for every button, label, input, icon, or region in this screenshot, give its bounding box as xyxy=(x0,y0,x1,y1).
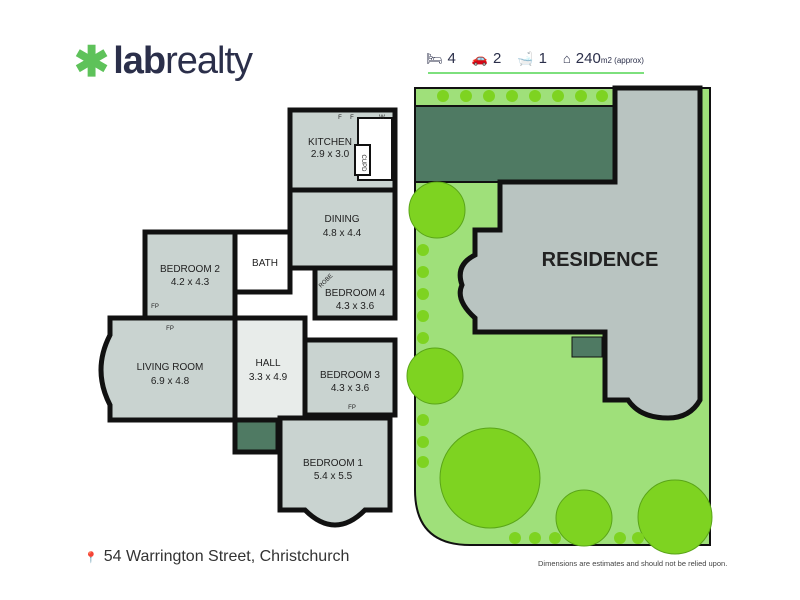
logo-mark-icon: ✱ xyxy=(74,37,110,85)
location-pin-icon: 📍 xyxy=(84,552,98,564)
stats-underline xyxy=(428,72,644,74)
dining-label: DINING xyxy=(325,214,360,225)
bed-icon: 🛏 xyxy=(426,51,443,66)
tree xyxy=(637,479,713,555)
garage-step xyxy=(571,336,603,358)
cupboard xyxy=(354,144,371,176)
bedroom-4-label: BEDROOM 4 xyxy=(325,288,385,299)
room-bedroom-2 xyxy=(142,229,238,321)
tree xyxy=(555,489,613,547)
fixture-labels: CUPD ROBE FP FP FP F F W xyxy=(151,115,385,411)
tree xyxy=(439,427,541,529)
hedge-area xyxy=(414,105,616,183)
cupboard-label: CUPD xyxy=(360,154,366,172)
bedroom-4-size: 4.3 x 3.6 xyxy=(336,301,375,312)
room-dining xyxy=(287,187,398,271)
room-bath xyxy=(232,229,293,295)
hedge-shrubs xyxy=(417,90,644,544)
bedroom-1-label: BEDROOM 1 xyxy=(303,458,363,469)
tree xyxy=(408,181,466,239)
address: 📍54 Warrington Street, Christchurch xyxy=(84,548,350,565)
living-size: 6.9 x 4.8 xyxy=(151,376,190,387)
room-labels: KITCHEN 2.9 x 3.0 DINING 4.8 x 4.4 BEDRO… xyxy=(137,137,386,482)
property-stats: 🛏4 🚗2 🛁1 ⌂240m2 (approx) xyxy=(426,50,644,67)
kitchen-size: 2.9 x 3.0 xyxy=(311,149,350,160)
house-plan xyxy=(98,107,398,528)
room-bedroom-1 xyxy=(277,415,393,528)
room-bedroom-3 xyxy=(302,337,398,418)
bath-label: BATH xyxy=(252,258,278,269)
logo-text-bold: lab xyxy=(113,40,166,82)
bath-icon: 🛁 xyxy=(517,51,534,66)
bedroom-3-label: BEDROOM 3 xyxy=(320,370,380,381)
hall-size: 3.3 x 4.9 xyxy=(249,372,288,383)
washer-label: W xyxy=(379,115,385,121)
trees xyxy=(406,181,713,555)
tree xyxy=(406,347,464,405)
bedrooms-stat: 🛏4 xyxy=(426,50,456,67)
bedroom-2-label: BEDROOM 2 xyxy=(160,264,220,275)
bedroom-2-size: 4.2 x 4.3 xyxy=(171,277,210,288)
room-hall xyxy=(232,315,308,423)
room-bedroom-4 xyxy=(312,265,398,321)
residence-label: RESIDENCE xyxy=(542,249,659,271)
dining-size: 4.8 x 4.4 xyxy=(323,228,362,239)
area-stat: ⌂240m2 (approx) xyxy=(562,50,644,67)
hall-label: HALL xyxy=(255,358,280,369)
disclaimer: Dimensions are estimates and should not … xyxy=(538,559,728,568)
entry-porch xyxy=(232,417,281,455)
fireplace-bed3-label: FP xyxy=(348,405,356,411)
residence xyxy=(457,85,703,421)
logo-text: realty xyxy=(165,40,253,82)
fireplace-bed2-label: FP xyxy=(151,304,159,310)
fireplace-label: FP xyxy=(166,326,174,332)
site-plan: RESIDENCE xyxy=(406,85,713,555)
garages-stat: 🚗2 xyxy=(471,50,502,67)
bedroom-1-size: 5.4 x 5.5 xyxy=(314,471,353,482)
living-label: LIVING ROOM xyxy=(137,362,204,373)
freezer-label: F xyxy=(350,115,354,121)
car-icon: 🚗 xyxy=(471,51,489,66)
room-living xyxy=(98,315,238,423)
bathrooms-stat: 🛁1 xyxy=(517,50,547,67)
logo: ✱ labrealty xyxy=(74,37,253,85)
kitchen-label: KITCHEN xyxy=(308,137,352,148)
bedroom-3-size: 4.3 x 3.6 xyxy=(331,383,370,394)
fridge-label: F xyxy=(338,115,342,121)
house-icon: ⌂ xyxy=(562,51,571,66)
